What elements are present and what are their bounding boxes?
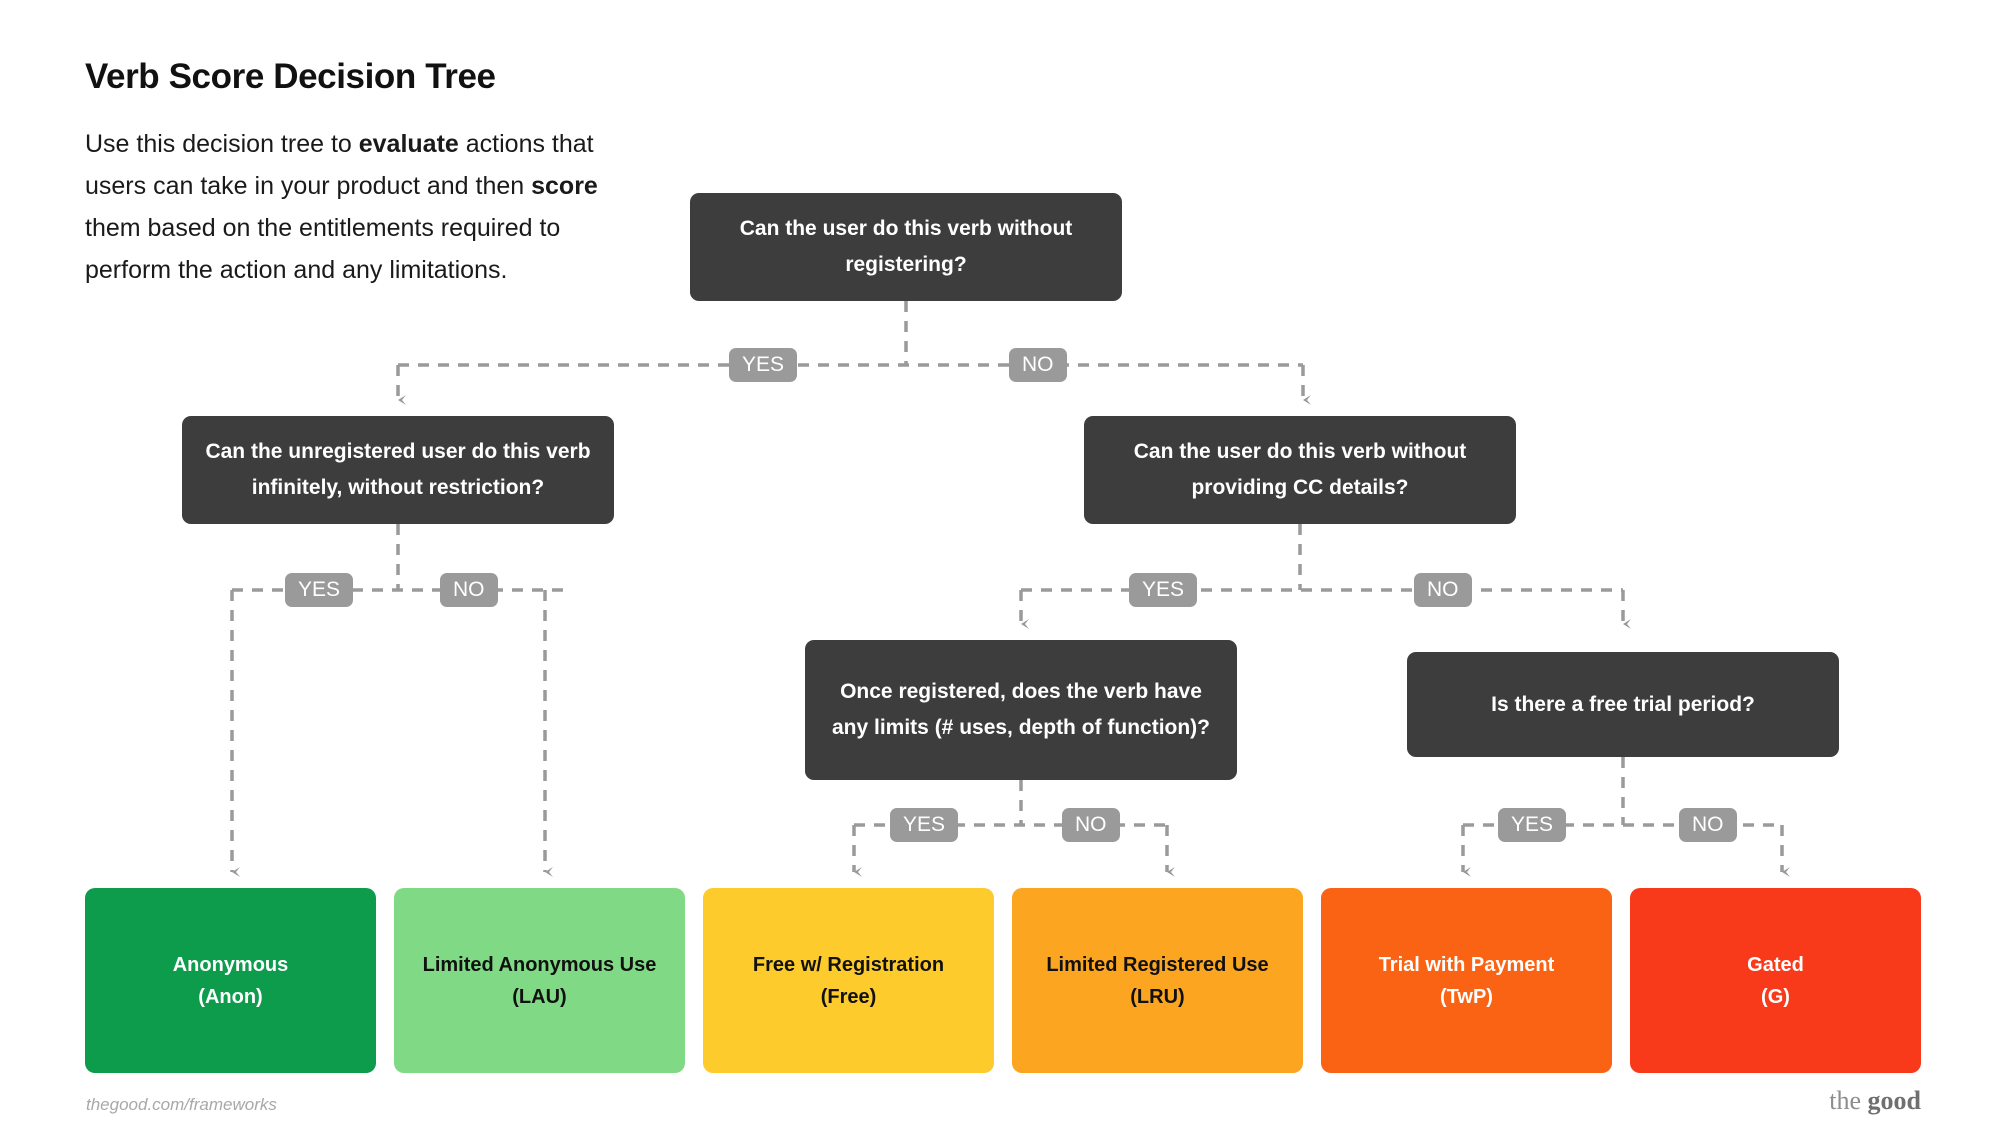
pill-l2-yes: YES (285, 573, 354, 607)
pill-l3-yes: YES (890, 808, 959, 842)
pill-r2-yes: YES (1129, 573, 1198, 607)
intro-paragraph: Use this decision tree to evaluate actio… (85, 123, 645, 291)
outcome-anon: Anonymous (Anon) (85, 888, 376, 1073)
q-cc-details: Can the user do this verb without provid… (1084, 416, 1516, 524)
outcome-gated: Gated (G) (1630, 888, 1921, 1073)
q-unregistered-infinite: Can the unregistered user do this verb i… (182, 416, 614, 524)
outcome-lru: Limited Registered Use (LRU) (1012, 888, 1303, 1073)
outcome-free: Free w/ Registration (Free) (703, 888, 994, 1073)
pill-r3-yes: YES (1498, 808, 1567, 842)
pill-l2-no: NO (440, 573, 498, 607)
outcome-twp: Trial with Payment (TwP) (1321, 888, 1612, 1073)
q-root: Can the user do this verb without regist… (690, 193, 1122, 301)
outcome-gated-label: Gated (G) (1747, 953, 1804, 1008)
footer-url: thegood.com/frameworks (86, 1095, 277, 1114)
intro-run-2: actions that users can take in your prod… (85, 130, 594, 200)
outcome-lau-label: Limited Anonymous Use (LAU) (422, 953, 657, 1008)
pill-root-yes: YES (729, 348, 798, 382)
pill-root-no: NO (1009, 348, 1067, 382)
q-cc-details-label: Can the user do this verb without provid… (1133, 440, 1467, 499)
q-root-label: Can the user do this verb without regist… (739, 217, 1073, 276)
pill-r2-no: NO (1414, 573, 1472, 607)
intro-run-1: evaluate (358, 130, 459, 158)
q-verb-limits: Once registered, does the verb have any … (805, 640, 1237, 780)
pill-r3-no: NO (1679, 808, 1737, 842)
q-free-trial: Is there a free trial period? (1407, 652, 1839, 757)
q-free-trial-label: Is there a free trial period? (1491, 692, 1755, 716)
outcome-lru-label: Limited Registered Use (LRU) (1046, 953, 1269, 1008)
outcome-anon-label: Anonymous (Anon) (172, 953, 289, 1008)
intro-run-0: Use this decision tree to (85, 130, 359, 158)
intro-run-4: them based on the entitlements required … (85, 214, 561, 284)
outcome-free-label: Free w/ Registration (Free) (752, 953, 945, 1008)
brand-logo-light: the (1829, 1086, 1868, 1115)
outcome-lau: Limited Anonymous Use (LAU) (394, 888, 685, 1073)
page-title: Verb Score Decision Tree (85, 57, 496, 96)
q-unregistered-infinite-label: Can the unregistered user do this verb i… (205, 440, 591, 499)
intro-run-3: score (531, 172, 598, 200)
brand-logo-strong: good (1867, 1086, 1921, 1115)
q-verb-limits-label: Once registered, does the verb have any … (831, 680, 1211, 739)
pill-l3-no: NO (1062, 808, 1120, 842)
outcome-twp-label: Trial with Payment (TwP) (1378, 953, 1555, 1008)
brand-logo: the good (1829, 1086, 1921, 1116)
